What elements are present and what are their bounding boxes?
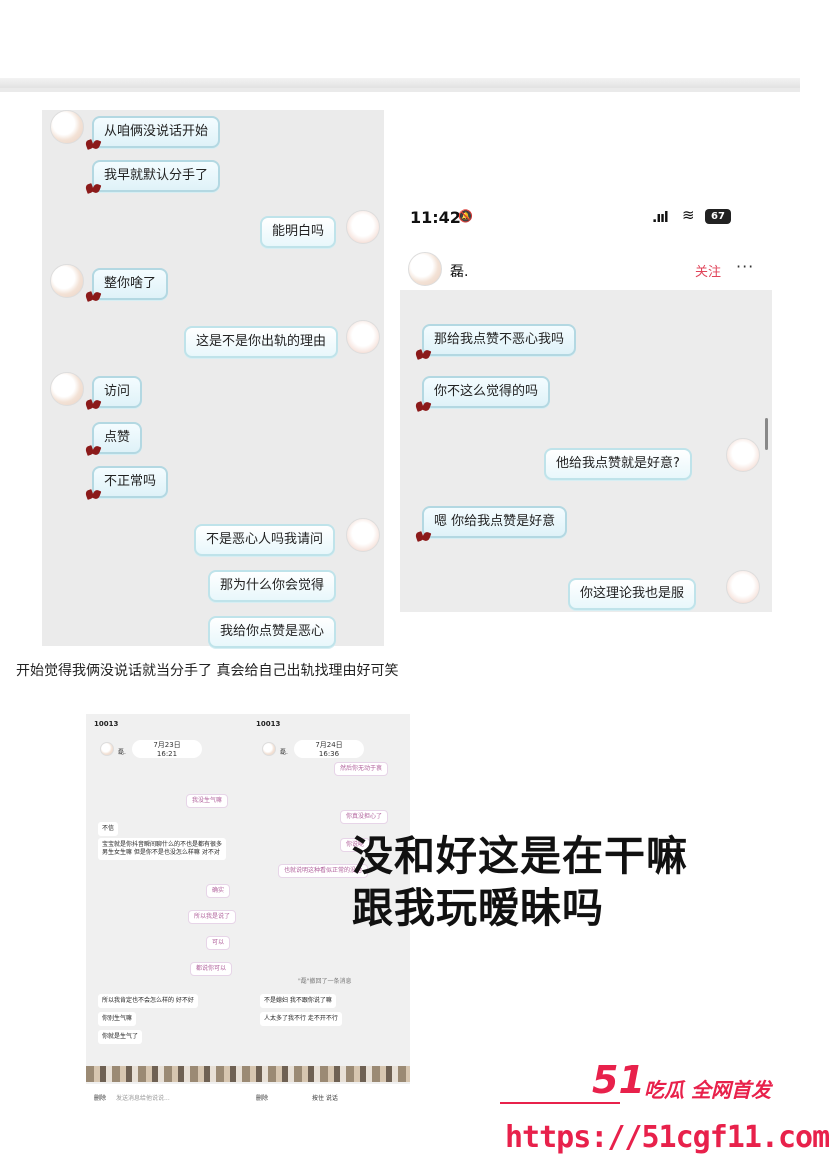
status-time: 11:42 (410, 208, 461, 227)
status-text: 10013 (94, 720, 119, 728)
overlay-line: 跟我玩暧昧吗 (352, 884, 604, 932)
watermark-tagline: 吃瓜 全网首发 (644, 1078, 771, 1102)
watermark-url: https://51cgf11.com (505, 1120, 829, 1155)
date-pill: 7月23日 16:21 (132, 740, 202, 758)
chat-bubble: 也就说明这种看似正常的没啥 (278, 864, 369, 878)
chat-header: 磊. 关注 ··· (400, 248, 772, 290)
overlay-caption: 没和好这是在干嘛 跟我玩暧昧吗 (352, 830, 688, 934)
bow-decoration-icon (86, 446, 100, 456)
date-sub: 16:21 (156, 750, 178, 758)
chat-screenshot-1: 从咱俩没说话开始 我早就默认分手了 能明白吗 整你啥了 这是不是你出轨的理由 访… (42, 110, 384, 648)
bow-decoration-icon (86, 400, 100, 410)
chat-text: 人太多了我不行 走不开不行 (260, 1012, 342, 1026)
bow-decoration-icon (416, 532, 430, 542)
chat-bubble: 你这理论我也是服 (568, 578, 697, 610)
overlay-line: 没和好这是在干嘛 (352, 832, 688, 880)
chat-bubble: 我没生气嘛 (186, 794, 229, 808)
date-sub: 16:36 (318, 750, 340, 758)
avatar-other (50, 110, 84, 144)
bow-decoration-icon (416, 350, 430, 360)
chat-panel-left: 10013 磊. 7月23日 16:21 我没生气嘛 不信 宝宝就是你抖音瞬间聊… (86, 714, 248, 1110)
chat-bubble: 所以我是说了 (188, 910, 237, 924)
avatar-me (726, 570, 760, 604)
contact-name: 磊. (280, 749, 288, 756)
top-divider (0, 78, 800, 88)
more-icon[interactable]: ··· (736, 257, 755, 276)
scrollbar[interactable] (765, 418, 768, 450)
avatar-me (346, 518, 380, 552)
chat-bubble: 嗯 你给我点赞是好意 (422, 506, 568, 538)
chat-screenshot-2: 11:42 🔕 .ııl ≋ 67 磊. 关注 ··· 那给我点赞不恶心我吗 你… (400, 188, 772, 612)
chat-bubble: 那给我点赞不恶心我吗 (422, 324, 577, 356)
avatar-contact[interactable] (408, 252, 442, 286)
chat-bubble: 他给我点赞就是好意? (544, 448, 692, 480)
bow-decoration-icon (86, 292, 100, 302)
page: 从咱俩没说话开始 我早就默认分手了 能明白吗 整你啥了 这是不是你出轨的理由 访… (0, 0, 800, 1170)
wifi-icon: ≋ (682, 206, 695, 224)
chat-bubble: 整你啥了 (92, 268, 169, 300)
date-label: 7月24日 (315, 741, 343, 749)
bow-decoration-icon (86, 140, 100, 150)
chat-bubble: 这是不是你出轨的理由 (184, 326, 339, 358)
chat-text: 宝宝就是你抖音瞬间聊什么的不也是都有很多男生女生嘛 但是你不是也没怎么样嘛 对不… (98, 838, 226, 860)
chat-text: 你别生气嘛 (98, 1012, 137, 1026)
chat-bubble: 你不这么觉得的吗 (422, 376, 551, 408)
bell-icon: 🔕 (458, 209, 473, 223)
contact-name: 磊. (118, 749, 126, 756)
chat-bubble: 不是恶心人吗我请问 (194, 524, 336, 556)
chat-text: 不是媳妇 我不跟你说了嘛 (260, 994, 336, 1008)
bow-decoration-icon (416, 402, 430, 412)
chat-bubble: 你真没担心了 (340, 810, 389, 824)
avatar-other (50, 264, 84, 298)
watermark-line (500, 1102, 620, 1104)
avatar-other (50, 372, 84, 406)
chat-bubble: 可以 (206, 936, 231, 950)
date-pill: 7月24日 16:36 (294, 740, 364, 758)
status-text: 10013 (256, 720, 281, 728)
bow-decoration-icon (86, 490, 100, 500)
chat-text: 你就是生气了 (98, 1030, 143, 1044)
chat-text: 所以我肯定也不会怎么样的 好不好 (98, 994, 198, 1008)
chat-bubble: 不正常吗 (92, 466, 169, 498)
delete-button[interactable]: 删除 (256, 1095, 269, 1102)
message-input[interactable]: 发送消息给他说说... (116, 1095, 170, 1102)
system-notice: "磊"撤回了一条消息 (298, 978, 352, 985)
date-label: 7月23日 (153, 741, 181, 749)
input-bar: 删除 发送消息给他说说... 删除 按住 说话 (86, 1084, 410, 1110)
top-band (0, 0, 800, 92)
chat-bubble: 从咱俩没说话开始 (92, 116, 221, 148)
battery-icon: 67 (705, 209, 731, 224)
chat-panel-right: 10013 磊. 7月24日 16:36 然后你无动于衷 你真没担心了 你说呢 … (248, 714, 410, 1110)
avatar-contact (262, 742, 276, 756)
avatar-me (726, 438, 760, 472)
chat-bubble: 我早就默认分手了 (92, 160, 221, 192)
avatar-me (346, 210, 380, 244)
photo-strip (86, 1066, 410, 1082)
chat-bubble: 都说你可以 (190, 962, 233, 976)
chat-screenshot-3: 10013 磊. 7月23日 16:21 我没生气嘛 不信 宝宝就是你抖音瞬间聊… (86, 714, 410, 1110)
caption: 开始觉得我俩没说话就当分手了 真会给自己出轨找理由好可笑 (16, 663, 399, 679)
chat-bubble: 能明白吗 (260, 216, 337, 248)
watermark-logo-number: 51 (592, 1058, 645, 1102)
avatar-contact (100, 742, 114, 756)
status-bar: 11:42 🔕 .ııl ≋ 67 (400, 188, 772, 248)
chat-bubble: 我给你点赞是恶心 (208, 616, 337, 648)
chat-bubble: 那为什么你会觉得 (208, 570, 337, 602)
bow-decoration-icon (86, 184, 100, 194)
signal-icon: .ııl (652, 210, 669, 226)
chat-bubble: 然后你无动于衷 (334, 762, 389, 776)
chat-bubble: 你说呢 (340, 838, 371, 852)
hold-to-talk-button[interactable]: 按住 说话 (312, 1095, 338, 1102)
avatar-me (346, 320, 380, 354)
delete-button[interactable]: 删除 (94, 1095, 107, 1102)
chat-bubble: 确实 (206, 884, 231, 898)
follow-button[interactable]: 关注 (695, 265, 722, 280)
chat-text: 不信 (98, 822, 119, 836)
contact-name: 磊. (450, 264, 469, 280)
